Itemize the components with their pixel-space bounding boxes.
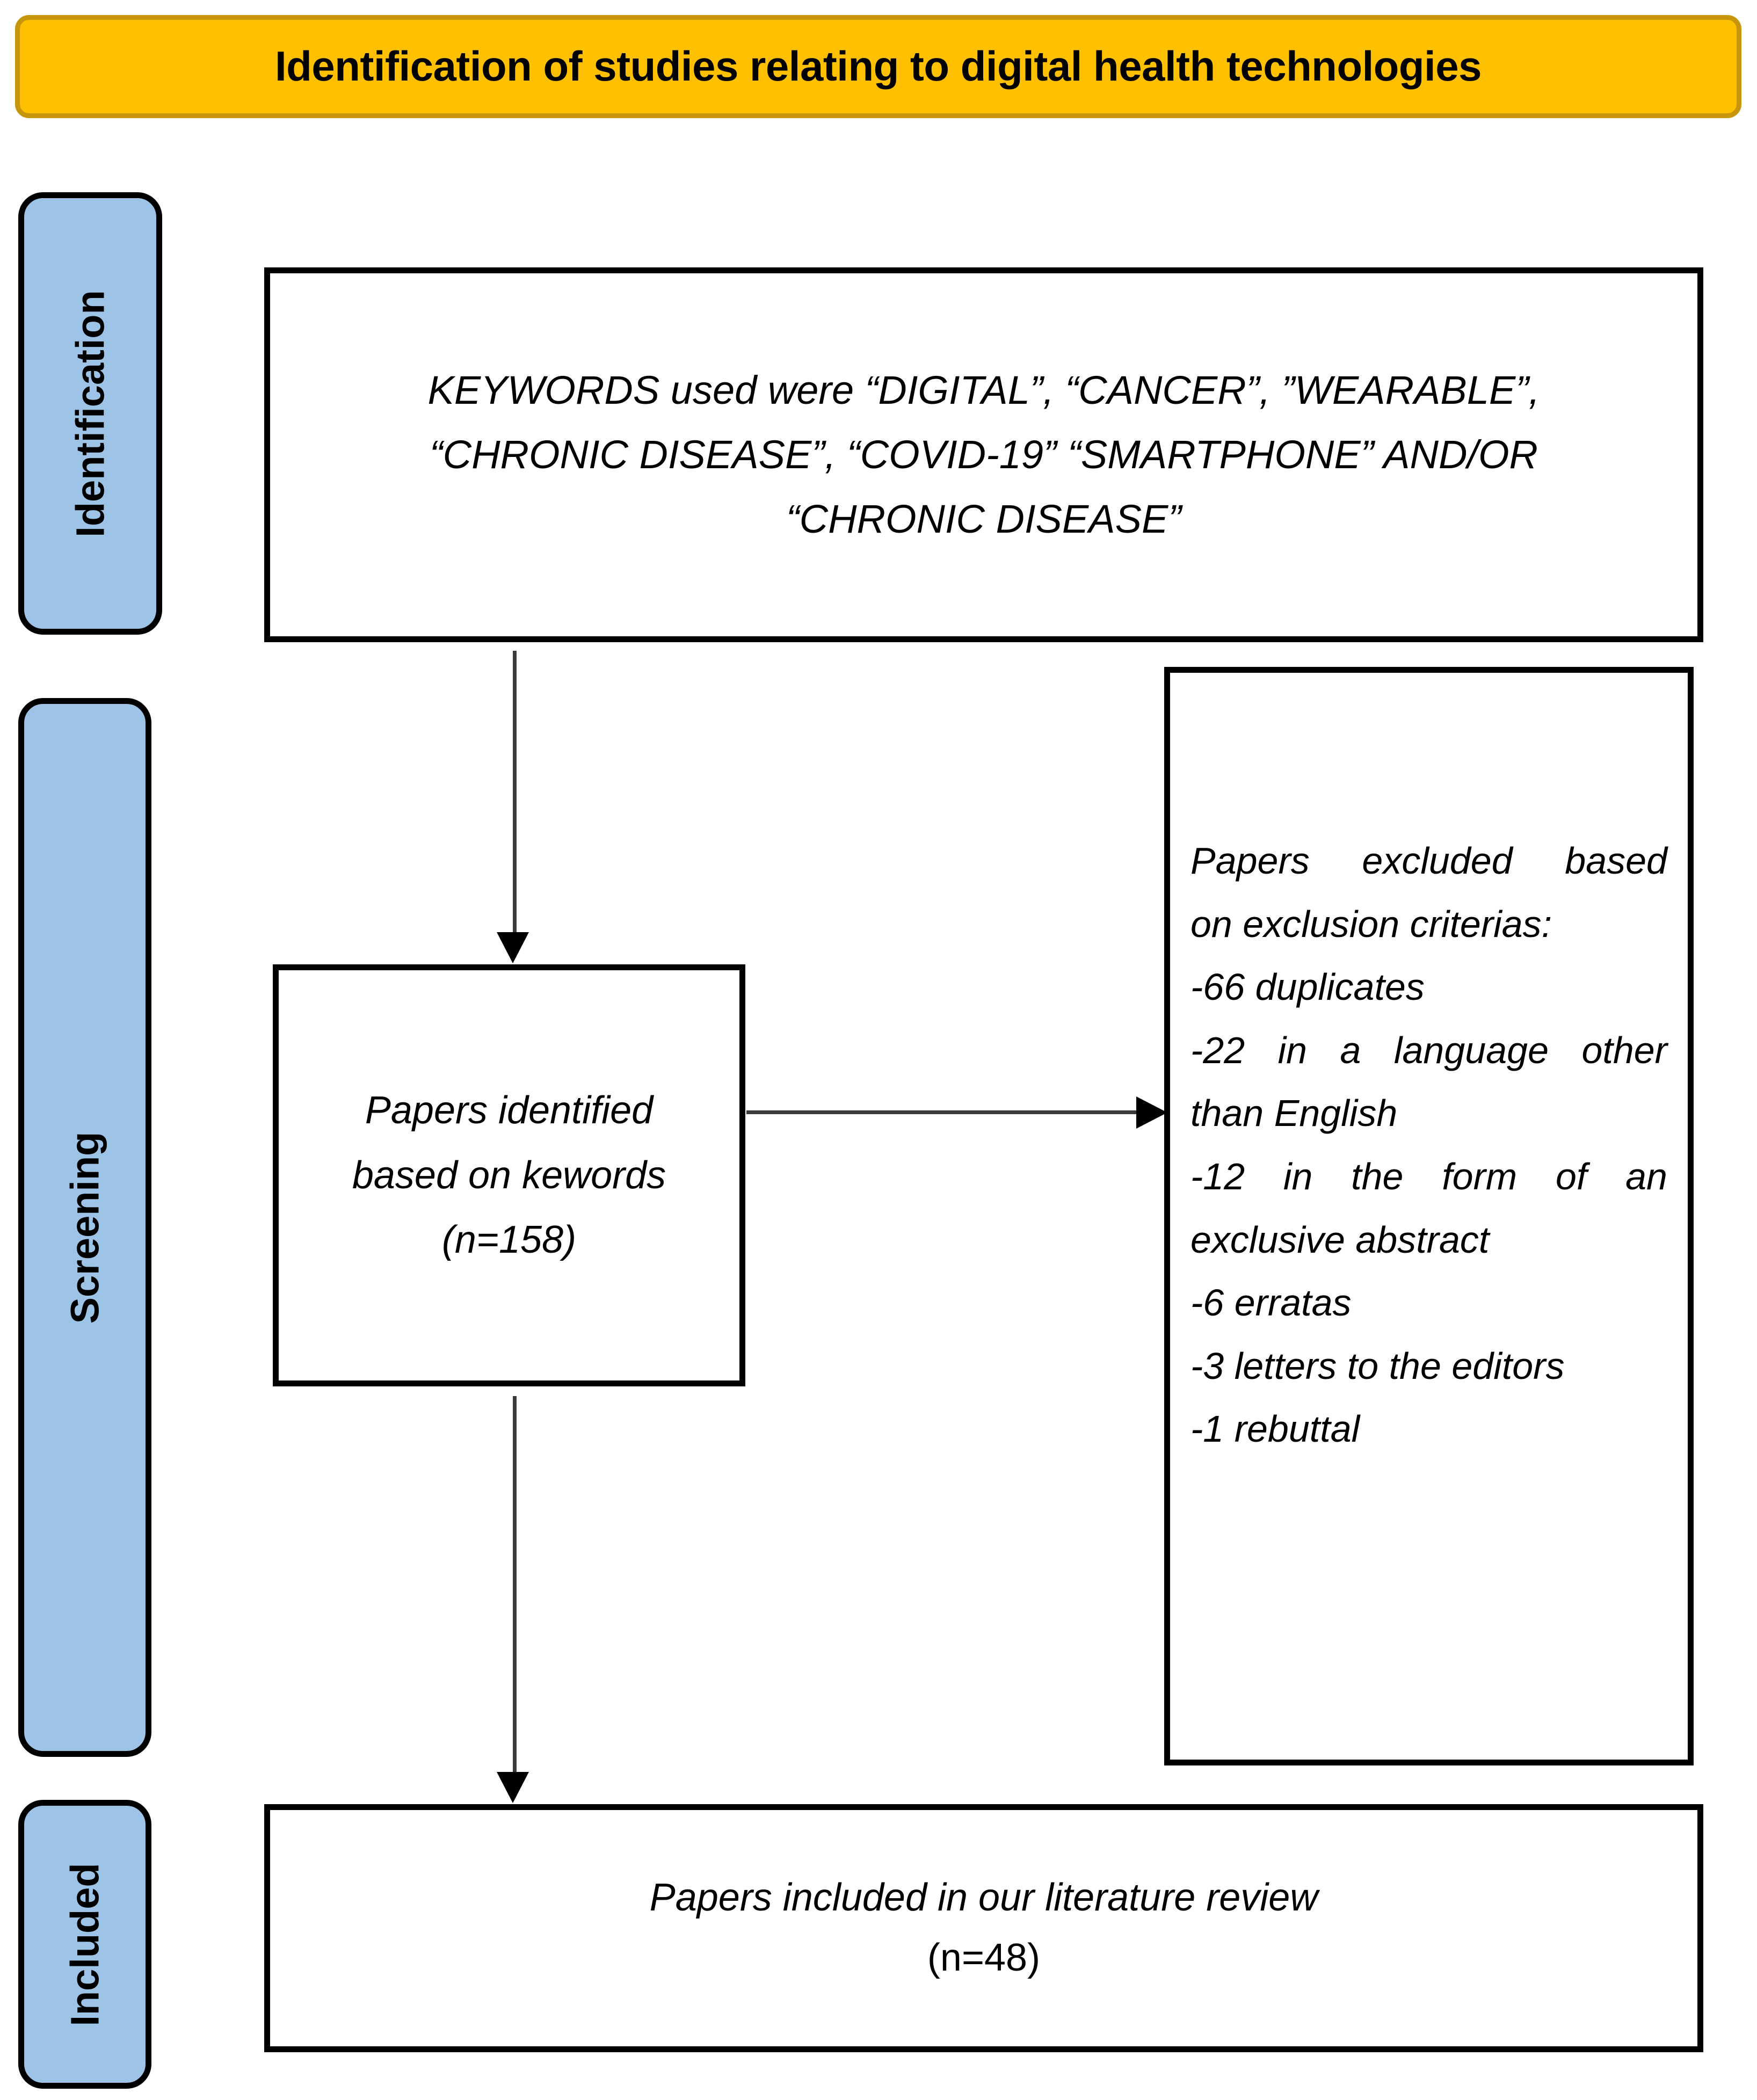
connector-keywords-to-identified-arrowhead-icon — [497, 932, 529, 963]
keywords-line-1: KEYWORDS used were “DIGITAL”, “CANCER”, … — [427, 368, 1540, 413]
stage-label-included-text: Included — [62, 1862, 107, 2026]
stage-label-screening-text: Screening — [62, 1131, 107, 1324]
papers-identified-line-2: based on kewords — [352, 1153, 666, 1197]
stage-label-included: Included — [18, 1800, 151, 2089]
papers-identified-line-1: Papers identified — [365, 1088, 654, 1132]
connector-identified-to-excluded-arrowhead-icon — [1136, 1096, 1167, 1129]
connector-identified-to-included-line — [513, 1396, 517, 1774]
papers-included-box: Papers included in our literature review… — [264, 1804, 1703, 2052]
papers-identified-box: Papers identified based on kewords (n=15… — [273, 964, 745, 1386]
connector-keywords-to-identified-line — [513, 651, 517, 934]
stage-label-identification-text: Identification — [68, 289, 113, 537]
stage-label-identification: Identification — [18, 192, 162, 635]
papers-excluded-box: Papers excluded based on exclusion crite… — [1164, 667, 1694, 1765]
papers-excluded-item-5: exclusive abstract — [1190, 1218, 1490, 1261]
papers-identified-count: (n=158) — [441, 1218, 577, 1262]
papers-included-count: (n=48) — [927, 1936, 1041, 1979]
keywords-line-2: “CHRONIC DISEASE”, “COVID-19” “SMARTPHON… — [430, 432, 1538, 477]
connector-identified-to-included-arrowhead-icon — [497, 1772, 529, 1803]
connector-identified-to-excluded-line — [746, 1110, 1138, 1114]
papers-excluded-item-3: than English — [1190, 1092, 1398, 1135]
diagram-title-banner: Identification of studies relating to di… — [15, 15, 1741, 118]
papers-included-line-1: Papers included in our literature review — [649, 1876, 1318, 1920]
papers-excluded-item-8: -1 rebuttal — [1190, 1408, 1360, 1450]
keywords-line-3: “CHRONIC DISEASE” — [786, 496, 1181, 541]
papers-excluded-item-1: -66 duplicates — [1190, 966, 1425, 1008]
papers-excluded-item-4: -12 in the form of an — [1190, 1155, 1667, 1197]
stage-label-screening: Screening — [18, 698, 151, 1757]
page-title: Identification of studies relating to di… — [275, 42, 1482, 90]
papers-excluded-heading-line-1: Papers excluded based — [1190, 840, 1667, 882]
papers-excluded-item-2: -22 in a language other — [1190, 1029, 1667, 1071]
keywords-box: KEYWORDS used were “DIGITAL”, “CANCER”, … — [264, 267, 1703, 642]
papers-excluded-item-6: -6 erratas — [1190, 1282, 1352, 1324]
papers-excluded-heading-line-2: on exclusion criterias: — [1190, 903, 1552, 945]
papers-excluded-item-7: -3 letters to the editors — [1190, 1345, 1565, 1387]
